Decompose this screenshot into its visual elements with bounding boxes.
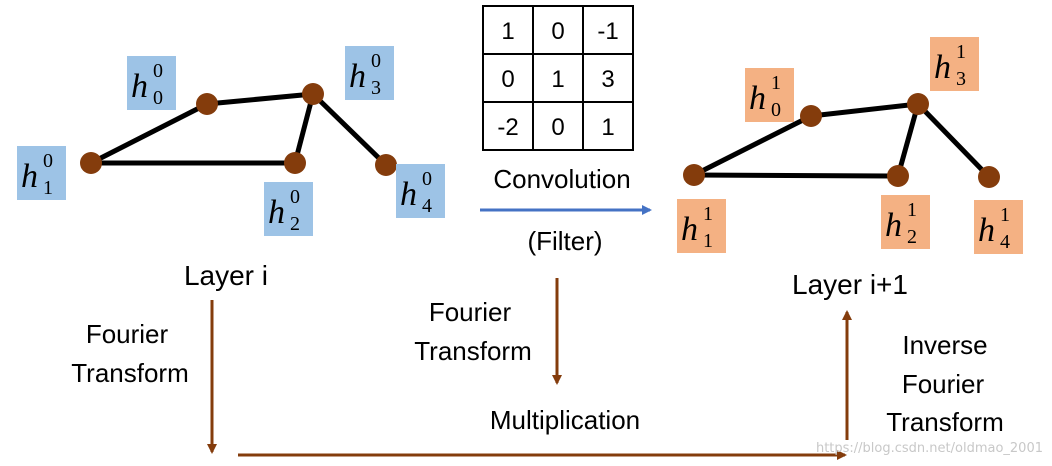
svg-text:0: 0	[771, 99, 781, 121]
svg-text:h: h	[681, 211, 698, 248]
multiplication-label: Multiplication	[490, 405, 640, 435]
svg-text:1: 1	[1000, 204, 1010, 226]
node-l1-h2	[887, 165, 909, 187]
node-l1-h3	[907, 93, 929, 115]
inverse-line3: Transform	[886, 407, 1004, 437]
matrix-cell: 3	[601, 66, 614, 93]
layer-i1-graph	[683, 93, 1000, 188]
edge-l1-3-4	[916, 102, 991, 179]
layer-i-labels: h 0 0 h 0 1 h 0 2 h 0 3 h 0 4	[17, 46, 445, 236]
svg-text:h: h	[349, 58, 366, 95]
svg-text:1: 1	[703, 203, 713, 225]
watermark: https://blog.csdn.net/oldmao_2001	[816, 441, 1043, 456]
node-l1-h1	[683, 164, 705, 186]
svg-text:0: 0	[43, 150, 53, 172]
edge-l0-3-2	[292, 93, 316, 164]
svg-text:1: 1	[956, 41, 966, 63]
label-h1-1: h 1 1	[677, 199, 726, 253]
svg-text:3: 3	[371, 77, 381, 99]
label-h0-1: h 0 1	[17, 146, 66, 200]
inverse-line1: Inverse	[902, 330, 987, 360]
svg-text:2: 2	[290, 213, 300, 235]
node-l0-h1	[80, 152, 102, 174]
svg-text:2: 2	[907, 226, 917, 248]
matrix-cell: 1	[551, 66, 564, 93]
fourier-left-line1: Fourier	[86, 319, 169, 349]
label-h1-4: h 1 4	[974, 200, 1023, 254]
edge-l1-0-3	[810, 101, 919, 119]
matrix-cell: 0	[551, 18, 564, 45]
svg-text:1: 1	[771, 72, 781, 94]
svg-text:0: 0	[422, 168, 432, 190]
label-h1-3: h 1 3	[930, 37, 979, 91]
matrix-cell: 0	[501, 66, 514, 93]
svg-text:h: h	[934, 49, 951, 86]
matrix-cell: 1	[601, 114, 614, 141]
svg-text:1: 1	[907, 199, 917, 221]
label-h0-4: h 0 4	[396, 164, 445, 218]
edge-l0-0-1	[89, 101, 209, 166]
filter-matrix: 1 0 -1 0 1 3 -2 0 1	[482, 5, 634, 151]
matrix-cell: 0	[551, 114, 564, 141]
node-l1-h4	[978, 166, 1000, 188]
matrix-cell: 1	[501, 18, 514, 45]
svg-text:h: h	[21, 158, 38, 195]
node-l0-h3	[302, 83, 324, 105]
node-l0-h2	[284, 152, 306, 174]
svg-text:h: h	[268, 194, 285, 231]
svg-text:1: 1	[703, 230, 713, 252]
convolution-label: Convolution	[493, 164, 630, 194]
svg-text:4: 4	[422, 195, 432, 217]
svg-text:h: h	[131, 68, 148, 105]
svg-text:0: 0	[290, 186, 300, 208]
svg-text:h: h	[885, 207, 902, 244]
matrix-cell: -1	[597, 18, 618, 45]
edge-l1-0-1	[692, 113, 813, 178]
label-h0-0: h 0 0	[127, 56, 176, 110]
svg-text:h: h	[749, 80, 766, 117]
label-h1-2: h 1 2	[881, 195, 930, 249]
edge-l1-3-2	[895, 103, 921, 177]
layer-i1-title: Layer i+1	[792, 269, 908, 300]
svg-text:4: 4	[1000, 231, 1010, 253]
node-l0-h0	[196, 93, 218, 115]
svg-text:h: h	[978, 212, 995, 249]
edge-l0-0-3	[206, 91, 314, 107]
edge-l0-3-4	[311, 92, 388, 167]
label-h1-0: h 1 0	[745, 68, 794, 122]
svg-text:0: 0	[153, 60, 163, 82]
layer-i-title: Layer i	[184, 260, 268, 291]
layer-i-graph	[80, 83, 397, 176]
node-l1-h0	[800, 105, 822, 127]
fourier-left-line2: Transform	[71, 358, 189, 388]
layer-i1-labels: h 1 0 h 1 1 h 1 2 h 1 3 h 1 4	[677, 37, 1023, 254]
node-l0-h4	[375, 154, 397, 176]
fourier-mid-line2: Transform	[414, 336, 532, 366]
fourier-mid-line1: Fourier	[429, 297, 512, 327]
svg-text:0: 0	[153, 87, 163, 109]
label-h0-3: h 0 3	[345, 46, 394, 100]
filter-label: (Filter)	[527, 226, 602, 256]
matrix-cell: -2	[497, 114, 518, 141]
svg-text:3: 3	[956, 68, 966, 90]
svg-text:1: 1	[43, 177, 53, 199]
inverse-line2: Fourier	[902, 369, 985, 399]
svg-text:h: h	[400, 176, 417, 213]
label-h0-2: h 0 2	[264, 182, 313, 236]
edge-l1-1-2	[693, 172, 899, 179]
svg-text:0: 0	[371, 50, 381, 72]
